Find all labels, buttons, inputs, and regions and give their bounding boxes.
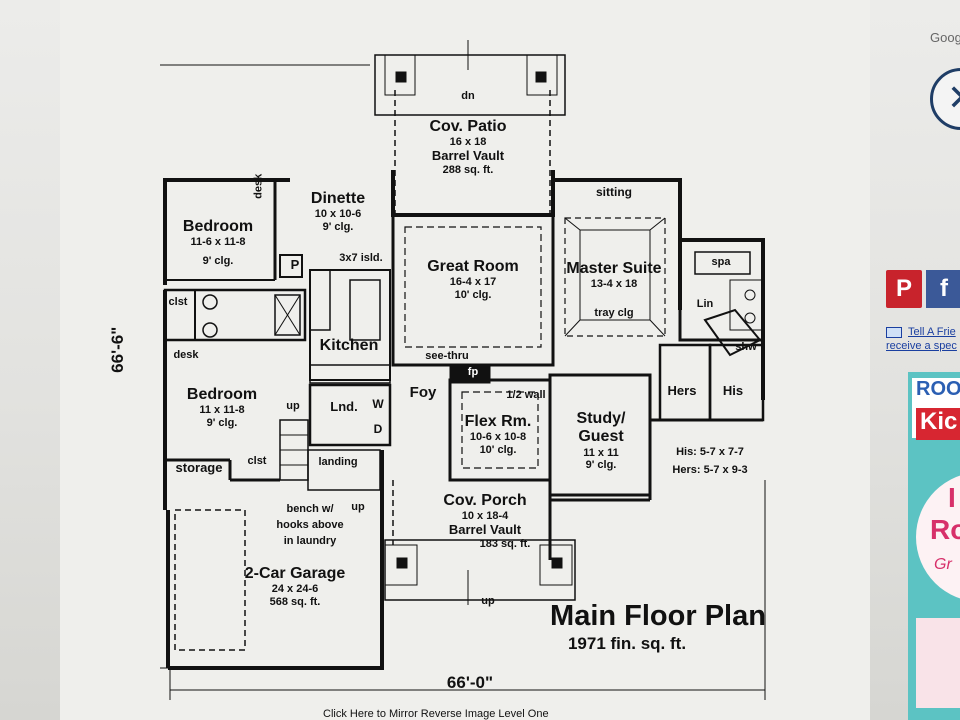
ad-logo-box: ROO Kic xyxy=(912,378,960,440)
pinterest-icon: P xyxy=(895,275,912,302)
bench-note-2: hooks above xyxy=(276,519,344,531)
depth-dimension: 66'-6" xyxy=(108,326,128,373)
stairs-up-label: up xyxy=(286,400,300,412)
google-text: Goog xyxy=(930,30,960,45)
flex-room-clg: 10' clg. xyxy=(479,444,517,457)
dinette-name: Dinette xyxy=(310,190,366,207)
porch-name: Cov. Porch xyxy=(443,492,527,509)
shower-note: shw xyxy=(735,341,757,353)
floor-plan-drawing xyxy=(160,40,766,700)
master-suite-name: Master Suite xyxy=(566,260,662,277)
patio-vault: Barrel Vault xyxy=(431,148,505,164)
ad-logo-banner: Kic xyxy=(916,408,960,440)
storage-label: storage xyxy=(175,460,223,475)
fireplace-note: fp xyxy=(467,366,479,378)
dinette-size: 10 x 10-6 xyxy=(314,208,362,221)
hers-closet-label: Hers xyxy=(667,383,697,398)
great-room-clg: 10' clg. xyxy=(454,289,492,302)
study-name: Study/ xyxy=(576,410,626,427)
flex-room-size: 10-6 x 10-8 xyxy=(469,431,527,444)
plan-subtitle: 1971 fin. sq. ft. xyxy=(567,634,687,653)
tell-link-line1: Tell A Frie xyxy=(908,326,956,338)
kitchen-name: Kitchen xyxy=(319,337,379,354)
landing-up-label: up xyxy=(351,501,365,513)
floor-plan: dn Cov. Patio 16 x 18 Barrel Vault 288 s… xyxy=(108,40,860,720)
patio-name: Cov. Patio xyxy=(429,118,507,135)
closet-note-2: clst xyxy=(247,455,267,467)
dinette-clg: 9' clg. xyxy=(322,221,354,234)
tell-a-friend-link[interactable]: Tell A Frie receive a spec xyxy=(886,326,960,354)
bedroom2-size: 11 x 11-8 xyxy=(199,404,245,417)
linen-note: Lin xyxy=(696,298,714,310)
study-size: 11 x 11 xyxy=(583,446,619,459)
plan-title: Main Floor Plan xyxy=(550,600,766,632)
desk-note-top: desk xyxy=(252,173,265,199)
see-thru-note: see-thru xyxy=(425,350,469,362)
sitting-label: sitting xyxy=(596,185,632,199)
bench-note-1: bench w/ xyxy=(286,503,334,515)
bedroom2-clg: 9' clg. xyxy=(206,417,238,430)
sidebar-ad[interactable]: ROO Kic I Ro Gr xyxy=(908,372,960,720)
garage-name: 2-Car Garage xyxy=(244,565,346,582)
ad-text-2: Ro xyxy=(930,514,960,545)
closet-dims-his: His: 5-7 x 7-7 xyxy=(676,446,744,458)
facebook-icon: f xyxy=(940,275,948,302)
master-suite-size: 13-4 x 18 xyxy=(590,278,638,291)
pinterest-button[interactable]: P xyxy=(886,270,922,308)
dryer-label: D xyxy=(373,422,383,436)
landing-label: landing xyxy=(318,456,358,468)
great-room-name: Great Room xyxy=(427,258,519,275)
mirror-reverse-link[interactable]: Click Here to Mirror Reverse Image Level… xyxy=(323,708,549,720)
pantry-note: P xyxy=(290,257,300,272)
flex-room-name: Flex Rm. xyxy=(464,413,532,430)
study-clg: 9' clg. xyxy=(585,459,617,472)
mail-icon xyxy=(886,326,902,338)
floor-plan-image: dn Cov. Patio 16 x 18 Barrel Vault 288 s… xyxy=(60,0,870,720)
patio-size: 16 x 18 xyxy=(449,136,487,149)
porch-vault: Barrel Vault xyxy=(448,522,522,538)
porch-area: 183 sq. ft. xyxy=(479,537,531,550)
foyer-label: Foy xyxy=(409,384,437,401)
bedroom1-size: 11-6 x 11-8 xyxy=(190,236,246,249)
bedroom1-name: Bedroom xyxy=(182,218,254,235)
closet-dims-hers: Hers: 5-7 x 9-3 xyxy=(672,464,748,476)
bedroom2-name: Bedroom xyxy=(186,386,258,403)
ad-image xyxy=(916,618,960,708)
facebook-button[interactable]: f xyxy=(926,270,960,308)
tell-link-line2: receive a spec xyxy=(886,339,957,352)
garage-area: 568 sq. ft. xyxy=(269,596,321,609)
washer-label: W xyxy=(372,397,384,411)
porch-up-label: up xyxy=(481,595,495,607)
ad-text-1: I xyxy=(948,482,956,513)
patio-area: 288 sq. ft. xyxy=(442,163,494,176)
width-dimension: 66'-0" xyxy=(446,673,494,692)
great-room-size: 16-4 x 17 xyxy=(449,276,497,289)
closet-note: clst xyxy=(168,296,188,308)
ad-text-3: Gr xyxy=(934,556,952,573)
garage-size: 24 x 24-6 xyxy=(271,583,319,596)
close-icon: ✕ xyxy=(947,77,960,119)
his-closet-label: His xyxy=(722,383,744,398)
desk-note-left: desk xyxy=(173,349,199,361)
spa-note: spa xyxy=(711,256,731,268)
ad-logo-text: ROO xyxy=(916,378,960,400)
patio-dn-label: dn xyxy=(461,90,475,102)
master-suite-clg: tray clg xyxy=(594,307,634,320)
bench-note-3: in laundry xyxy=(283,535,337,547)
bedroom1-clg: 9' clg. xyxy=(202,255,234,268)
kitchen-island-label: 3x7 isld. xyxy=(339,252,383,264)
half-wall-note: 1/2 wall xyxy=(506,389,546,401)
laundry-label: Lnd. xyxy=(330,399,358,414)
porch-size: 10 x 18-4 xyxy=(461,510,509,523)
study-name-2: Guest xyxy=(578,428,624,446)
